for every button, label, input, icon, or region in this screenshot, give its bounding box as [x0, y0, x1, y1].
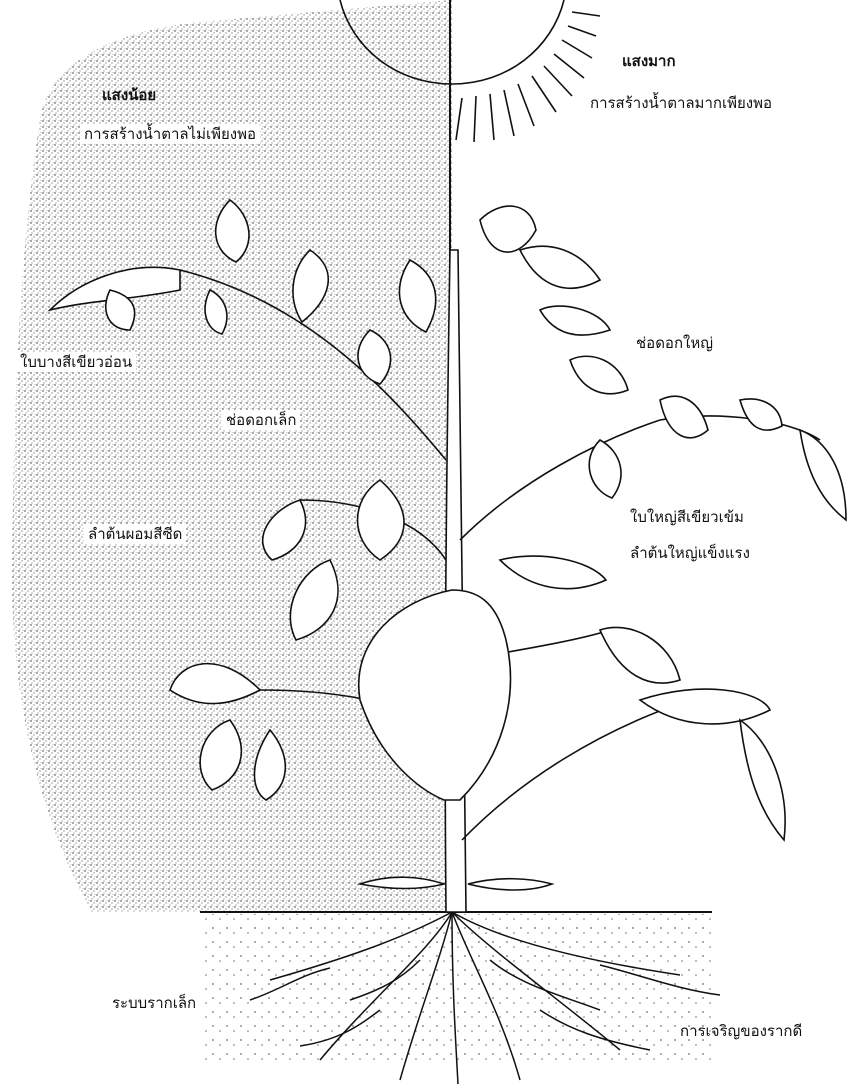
left-leaf-text: ใบบางสีเขียวอ่อน: [16, 352, 136, 372]
right-heading: แสงมาก: [622, 52, 676, 70]
left-flower-text: ช่อดอกเล็ก: [222, 410, 300, 430]
right-stem-text: ลำต้นใหญ่แข็งแรง: [630, 544, 750, 562]
left-root-text: ระบบรากเล็ก: [112, 994, 196, 1012]
right-leaf-text: ใบใหญ่สีเขียวเข้ม: [630, 508, 744, 526]
left-sugar-text: การสร้างน้ำตาลไม่เพียงพอ: [80, 124, 260, 144]
right-flower-text: ช่อดอกใหญ่: [636, 334, 713, 352]
right-sugar-text: การสร้างน้ำตาลมากเพียงพอ: [590, 94, 772, 112]
left-heading: แสงน้อย: [102, 86, 156, 104]
right-root-text: การเจริญของรากดี: [680, 1022, 802, 1040]
left-stem-text: ลำต้นผอมสีซีด: [84, 524, 186, 544]
